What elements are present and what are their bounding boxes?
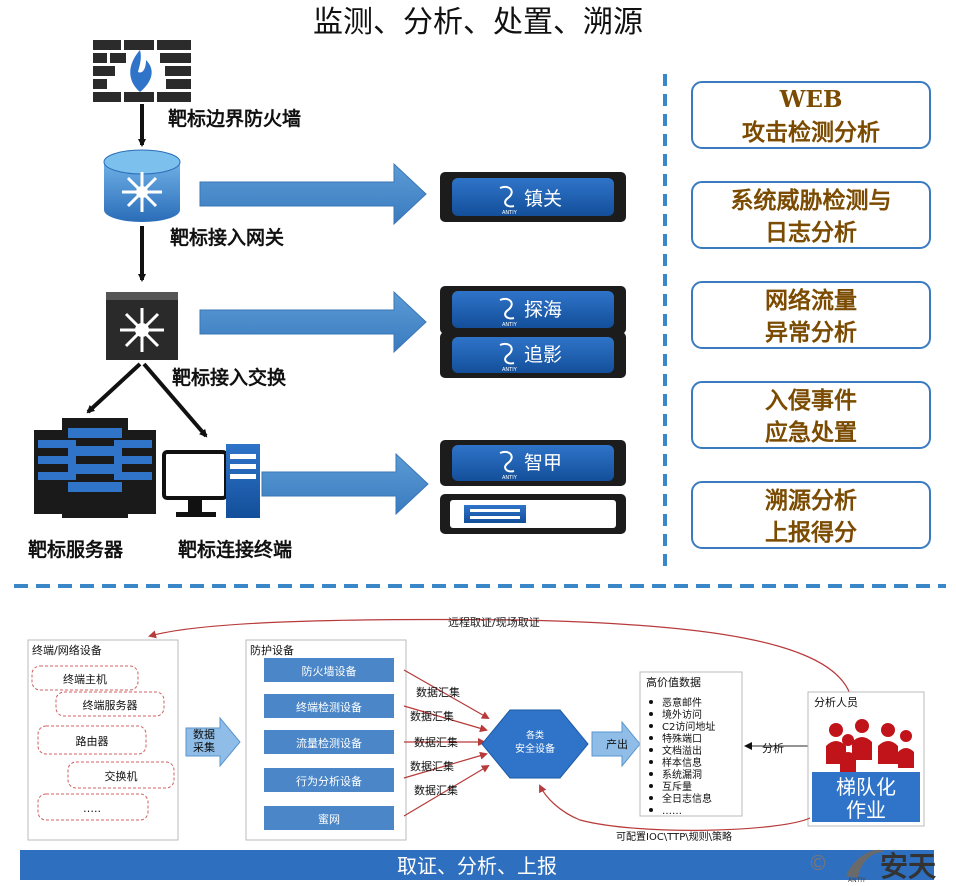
security-hub-line1: 各类	[526, 729, 544, 741]
right-box-1-line2: 攻击检测分析	[742, 119, 880, 146]
high-value-item: 互斥量	[662, 781, 692, 793]
configurable-label: 可配置IOC\TTP\规则\策略	[616, 830, 732, 843]
aggregate-label: 数据汇集	[414, 783, 458, 797]
right-box-1: WEB 攻击检测分析	[691, 81, 931, 149]
appliance-zhuiying: ANTIY 追影	[440, 332, 626, 378]
output-label: 产出	[606, 737, 628, 751]
label-terminal: 靶标连接终端	[178, 538, 292, 561]
security-hub-line2: 安全设备	[515, 742, 555, 755]
appliance-mark: ANTIY	[502, 210, 518, 216]
appliance-mark: ANTIY	[502, 475, 518, 481]
flow-arrow-terminal	[261, 452, 429, 516]
terminal-item: 终端服务器	[83, 698, 138, 712]
high-value-item: 恶意邮件	[662, 696, 702, 709]
label-firewall: 靶标边界防火墙	[168, 107, 301, 130]
right-box-2: 系统威胁检测与 日志分析	[691, 181, 931, 249]
terminal-icon	[162, 444, 260, 518]
label-switch: 靶标接入交换	[172, 366, 287, 389]
aggregate-label: 数据汇集	[414, 735, 458, 749]
right-box-4-line1: 入侵事件	[765, 388, 857, 414]
right-box-4-line2: 应急处置	[765, 419, 857, 446]
high-value-item: 样本信息	[662, 756, 702, 769]
high-value-item: 境外访问	[662, 708, 702, 721]
logo-mark: ANTIY	[848, 877, 866, 884]
page-title: 监测、分析、处置、溯源	[313, 5, 643, 40]
appliance-mark: ANTIY	[502, 367, 518, 373]
appliance-generic	[440, 494, 626, 534]
right-box-3-line1: 网络流量	[765, 287, 857, 314]
data-collect-arrow	[185, 716, 241, 768]
protection-item: 行为分析设备	[296, 774, 362, 788]
flow-arrow-gateway	[199, 162, 427, 226]
flow-arrow-switch	[199, 290, 427, 354]
aggregate-label: 数据汇集	[410, 759, 454, 773]
logo-copyright: ©	[808, 851, 828, 875]
appliance-label-zhuiying: 追影	[524, 344, 562, 366]
right-box-2-line1: 系统威胁检测与	[731, 187, 892, 214]
appliance-label-zhijia: 智甲	[524, 452, 562, 474]
appliance-label-tanhai: 探海	[524, 299, 562, 321]
high-value-item: 文档溢出	[662, 744, 702, 757]
footer-bar-text: 取证、分析、上报	[397, 854, 557, 878]
protection-item: 流量检测设备	[296, 736, 362, 750]
high-value-list: 恶意邮件 境外访问 C2访问地址 特殊端口 文档溢出 样本信息 系统漏洞 互斥量…	[649, 696, 715, 817]
antiy-logo: © ANTIY 安天	[808, 849, 936, 884]
appliance-zhenguan: ANTIY 镇关	[440, 172, 626, 222]
server-icon	[34, 418, 156, 518]
appliance-mark: ANTIY	[502, 322, 518, 328]
right-box-5-line2: 上报得分	[765, 519, 857, 546]
output-arrow	[591, 720, 641, 768]
right-box-3: 网络流量 异常分析	[691, 281, 931, 349]
high-value-item: 全日志信息	[662, 792, 712, 805]
remote-forensics-curve	[148, 618, 851, 695]
high-value-item: 系统漏洞	[662, 768, 702, 781]
terminal-group-title: 终端/网络设备	[32, 643, 102, 657]
firewall-icon	[93, 40, 191, 102]
terminal-item: 终端主机	[63, 672, 107, 686]
high-value-item: 特殊端口	[662, 732, 702, 745]
right-box-2-line2: 日志分析	[765, 220, 857, 246]
security-hub	[481, 709, 589, 779]
right-box-1-line1: WEB	[779, 86, 843, 113]
terminal-item: …..	[83, 802, 101, 815]
switch-icon	[106, 292, 178, 360]
protection-group-title: 防护设备	[250, 643, 294, 657]
high-value-item: ……	[662, 806, 682, 817]
right-box-3-line2: 异常分析	[765, 320, 857, 346]
people-icon	[826, 719, 914, 772]
footer-bar	[20, 850, 934, 880]
configurable-curve	[539, 784, 811, 831]
analyze-label: 分析	[762, 741, 784, 755]
terminal-item: 交换机	[105, 769, 138, 783]
label-remote-forensics: 远程取证/现场取证	[448, 615, 540, 629]
right-box-5: 溯源分析 上报得分	[691, 481, 931, 549]
label-server: 靶标服务器	[28, 538, 124, 561]
high-value-box	[639, 671, 743, 817]
data-collect-label-1: 数据	[193, 727, 215, 741]
right-box-5-line1: 溯源分析	[765, 487, 857, 514]
appliance-tanhai: ANTIY 探海	[440, 286, 626, 334]
appliance-label-zhenguan: 镇关	[524, 188, 562, 210]
aggregate-label: 数据汇集	[416, 685, 460, 699]
protection-item: 终端检测设备	[296, 700, 362, 714]
analyst-label-line2: 作业	[846, 798, 886, 822]
right-box-4: 入侵事件 应急处置	[691, 381, 931, 449]
high-value-title: 高价值数据	[646, 675, 701, 689]
label-gateway: 靶标接入网关	[170, 226, 284, 249]
terminal-item: 路由器	[76, 734, 109, 748]
data-collect-label-2: 采集	[193, 740, 215, 754]
protection-item: 蜜网	[318, 812, 340, 826]
analyst-label-line1: 梯队化	[836, 775, 896, 799]
analyst-title: 分析人员	[814, 695, 858, 709]
aggregate-label: 数据汇集	[410, 709, 454, 723]
gateway-icon	[103, 149, 181, 222]
high-value-item: C2访问地址	[662, 720, 715, 733]
logo-name: 安天	[880, 850, 936, 883]
protection-item: 防火墙设备	[302, 664, 357, 678]
appliance-zhijia: ANTIY 智甲	[440, 440, 626, 486]
